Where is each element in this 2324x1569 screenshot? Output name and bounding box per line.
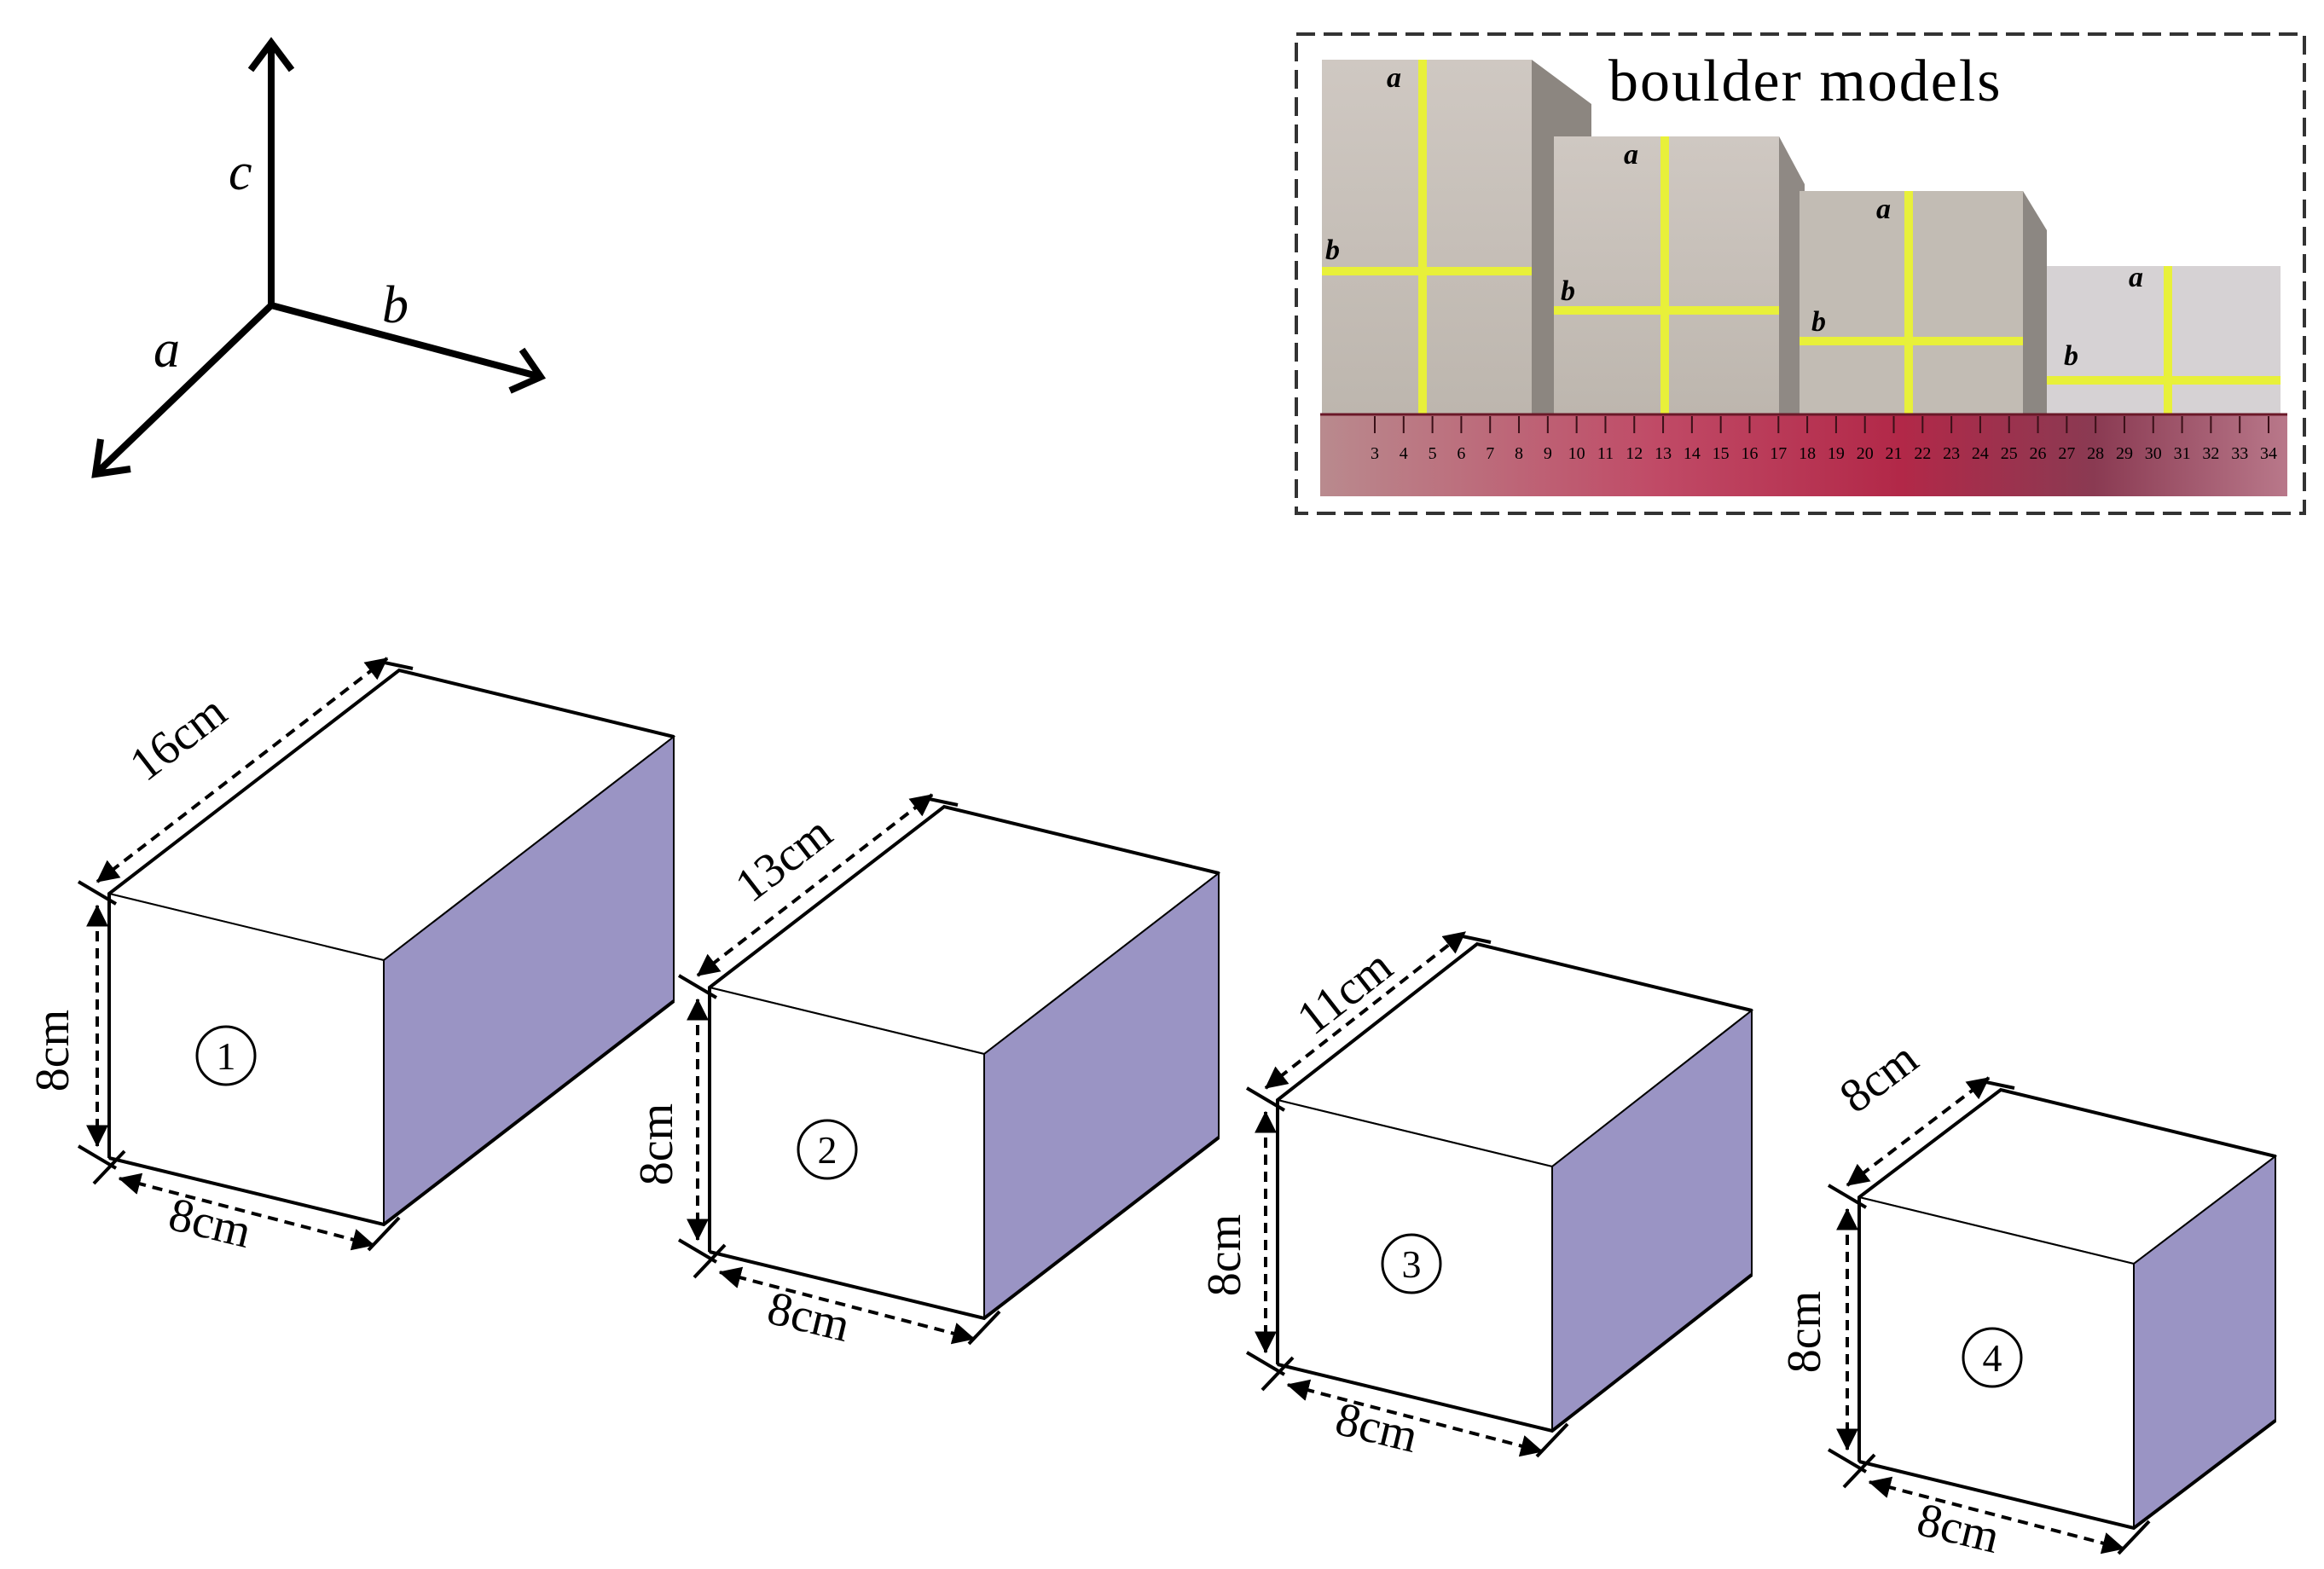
stone-model-4: a b <box>2047 262 2281 414</box>
svg-text:b: b <box>1325 234 1340 266</box>
block-number-badge: 4 <box>1962 1327 2023 1388</box>
stone-model-3: a b <box>1800 191 2047 414</box>
block-number-badge: 3 <box>1381 1233 1442 1294</box>
ruler-tick-label: 16 <box>1741 444 1758 463</box>
ruler-tick-label: 26 <box>2030 444 2047 463</box>
ruler-tick-label: 32 <box>2202 444 2219 463</box>
ruler-tick-label: 25 <box>2001 444 2018 463</box>
width-dimension <box>1842 1453 2151 1555</box>
ruler-tick-label: 4 <box>1400 444 1408 463</box>
block-number-badge: 1 <box>195 1025 257 1086</box>
length-dimension <box>696 793 959 977</box>
ruler-tick-label: 33 <box>2231 444 2248 463</box>
length-label: 13cm <box>726 806 842 912</box>
length-dimension <box>1846 1076 2015 1187</box>
axis-b-arrowhead <box>508 347 547 394</box>
inset-dashed-border <box>1295 32 2306 515</box>
ruler-tick-label: 27 <box>2058 444 2075 463</box>
inset-title: boulder models <box>1608 49 2002 114</box>
ruler-tick-label: 29 <box>2116 444 2133 463</box>
ruler-tick-label: 11 <box>1597 444 1614 463</box>
axis-a-label: a <box>154 321 180 379</box>
ruler-tick-label: 15 <box>1713 444 1730 463</box>
svg-text:a: a <box>1624 139 1638 171</box>
length-dimension <box>96 657 414 883</box>
block-number: 2 <box>818 1128 837 1172</box>
block-model-2: 2 13cm 8cm 8cm <box>630 793 1221 1352</box>
ruler-tick-label: 34 <box>2260 444 2277 463</box>
svg-text:b: b <box>1811 306 1826 338</box>
svg-text:a: a <box>1876 194 1891 225</box>
ruler-tick-label: 30 <box>2145 444 2162 463</box>
axis-a-line <box>93 303 274 477</box>
ruler-tick-label: 3 <box>1371 444 1379 463</box>
ruler-tick-label: 22 <box>1914 444 1931 463</box>
block-number: 1 <box>217 1034 236 1078</box>
ruler-tick-label: 20 <box>1857 444 1874 463</box>
stone-model-1: a b <box>1322 60 1591 414</box>
ruler-tick-label: 7 <box>1486 444 1494 463</box>
ruler-tick-label: 5 <box>1429 444 1437 463</box>
length-label: 16cm <box>120 685 236 791</box>
svg-text:a: a <box>2129 262 2143 293</box>
ruler-tick-label: 24 <box>1972 444 1989 463</box>
ruler-tick-label: 21 <box>1886 444 1903 463</box>
ruler-tick-label: 31 <box>2174 444 2191 463</box>
height-label: 8cm <box>630 1103 683 1185</box>
block-models: 116cm8cm8cm213cm8cm8cm311cm8cm8cm48cm8cm… <box>26 657 2278 1564</box>
ruler-tick-label: 17 <box>1770 444 1787 463</box>
ruler-tick-label: 10 <box>1568 444 1585 463</box>
svg-text:b: b <box>1561 275 1575 307</box>
block-model-1: 1 16cm 8cm 8cm <box>26 657 676 1259</box>
ruler-tick-label: 19 <box>1828 444 1845 463</box>
svg-text:b: b <box>2064 340 2078 372</box>
block-number: 4 <box>1983 1336 2002 1380</box>
axis-b-label: b <box>382 276 409 334</box>
ruler-tick-label: 14 <box>1684 444 1701 463</box>
ruler-tick-label: 18 <box>1799 444 1816 463</box>
width-label: 8cm <box>1912 1493 2004 1564</box>
block-model-4: 4 8cm 8cm 8cm <box>1778 1032 2278 1564</box>
axis-c-arrowhead <box>247 37 295 72</box>
width-dimension <box>1261 1356 1569 1458</box>
width-dimension <box>693 1243 1001 1346</box>
length-dimension <box>1264 930 1492 1090</box>
height-label: 8cm <box>1778 1291 1831 1373</box>
axes-triad: c b a <box>91 37 547 478</box>
height-label: 8cm <box>26 1010 79 1091</box>
width-label: 8cm <box>762 1282 855 1352</box>
width-dimension <box>92 1149 401 1252</box>
axis-b-line <box>269 302 542 380</box>
svg-text:a: a <box>1387 62 1401 94</box>
width-label: 8cm <box>164 1188 256 1259</box>
length-label: 8cm <box>1830 1032 1927 1124</box>
axis-a-arrowhead <box>91 438 131 478</box>
ruler-tick-label: 9 <box>1544 444 1552 463</box>
stone-model-2: a b <box>1554 136 1805 414</box>
block-number: 3 <box>1402 1242 1422 1286</box>
ruler-tick-label: 6 <box>1457 444 1465 463</box>
ruler-tick-label: 28 <box>2087 444 2104 463</box>
block-number-badge: 2 <box>797 1119 858 1180</box>
photo-inset: a b a b a b a b <box>1295 32 2306 515</box>
ruler-tick-label: 8 <box>1515 444 1523 463</box>
height-label: 8cm <box>1198 1214 1251 1296</box>
ruler-tick-label: 12 <box>1626 444 1643 463</box>
width-label: 8cm <box>1330 1392 1423 1463</box>
axis-c-label: c <box>229 143 252 201</box>
ruler-tick-label: 23 <box>1943 444 1960 463</box>
ruler-tick-label: 13 <box>1655 444 1672 463</box>
